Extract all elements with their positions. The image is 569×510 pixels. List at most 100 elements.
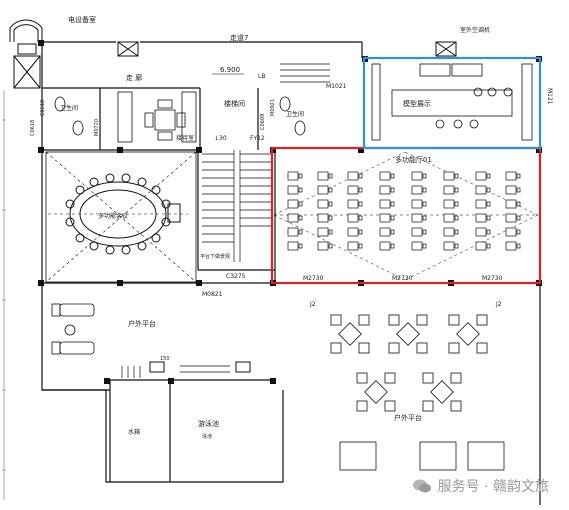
hall-seat [443, 171, 455, 181]
hall-seat [379, 199, 391, 209]
hall-seat-back [516, 215, 521, 221]
hall-seat [505, 185, 517, 195]
tag-door-m0720: M0720 [94, 119, 100, 136]
hall-seat [347, 171, 359, 181]
shaft-boxes [117, 41, 457, 373]
tag-window-c0618-b: C0618 [40, 100, 46, 116]
exhibit-highlight [362, 56, 542, 150]
hall-seat [475, 185, 487, 195]
hall-seat-back [328, 229, 333, 235]
terrace-table [396, 322, 420, 346]
tag-window-c0618-a: C0618 [30, 120, 36, 136]
hall-seat-back [298, 215, 303, 221]
hall-seat [317, 185, 329, 195]
hall-seat [411, 213, 423, 223]
hall-seat [443, 241, 455, 251]
hall-seat [287, 227, 299, 237]
hall-seat-back [358, 201, 363, 207]
label-toilet-left: 卫生间 [60, 104, 78, 112]
hall-seat [317, 241, 329, 251]
label-terrace-left: 户外平台 [128, 319, 156, 328]
hall-seat [317, 199, 329, 209]
hall-seat-back [358, 243, 363, 249]
hall-seat [347, 241, 359, 251]
label-pool: 游泳池 [198, 419, 219, 428]
hall-seat-back [486, 215, 491, 221]
hall-seat-back [328, 243, 333, 249]
hall-seat-back [454, 173, 459, 179]
label-meeting-round: 多功能会议 [98, 212, 128, 220]
hall-seat [475, 227, 487, 237]
hall-seat [287, 213, 299, 223]
watermark: 服务号 · 赣韵文旅 [412, 476, 549, 496]
tag-door-m0821: M0821 [202, 291, 223, 298]
hall-seat [443, 199, 455, 209]
terrace-table [364, 380, 388, 404]
hall-seat-back [516, 243, 521, 249]
terrace-chair [384, 400, 396, 412]
terrace-chair [476, 314, 488, 326]
hall-seat [347, 199, 359, 209]
toilet-fixtures [54, 91, 306, 143]
tower-outline [9, 19, 43, 89]
terrace-table [338, 322, 362, 346]
terrace-chair [330, 342, 342, 354]
hall-seat-back [516, 187, 521, 193]
terrace-table [456, 322, 480, 346]
terrace-chair [450, 372, 462, 384]
hall-seat [443, 213, 455, 223]
watermark-text: 服务号 · 赣韵文旅 [437, 479, 549, 495]
hall-seat [379, 227, 391, 237]
hall-seat-back [358, 173, 363, 179]
hall-seat-back [390, 201, 395, 207]
hall-seat [379, 213, 391, 223]
label-reception: 接待室 [176, 134, 194, 142]
hall-seat-back [516, 173, 521, 179]
tag-dim-150: 150 [160, 356, 170, 362]
terrace-chair [384, 372, 396, 384]
hall-seat [475, 213, 487, 223]
hall-seat-back [486, 201, 491, 207]
terrace-chair [476, 342, 488, 354]
terrace-chair [448, 342, 460, 354]
terrace-chair [330, 314, 342, 326]
terrace-chair [416, 342, 428, 354]
label-elec-room: 电设备室 [68, 15, 96, 24]
hall-seat-back [454, 201, 459, 207]
tag-note-platform: 平台下做景观 [200, 253, 230, 260]
hall-seat-back [454, 229, 459, 235]
hall-seat [475, 241, 487, 251]
hall-seat-back [298, 187, 303, 193]
tag-1030: ↓30 [214, 135, 227, 142]
hall-seat-back [390, 173, 395, 179]
round-conference-table [45, 151, 197, 283]
hall-seat [443, 227, 455, 237]
hall-seat-back [390, 229, 395, 235]
hall-seat [287, 171, 299, 181]
hall-seat-back [298, 243, 303, 249]
hall-seat-back [298, 229, 303, 235]
left-dim-ticks [2, 90, 6, 500]
terrace-chair [450, 400, 462, 412]
tag-elevation: 6.900 [220, 66, 240, 74]
hall-seat-back [422, 229, 427, 235]
structural-columns [38, 40, 542, 384]
terrace-chair [388, 342, 400, 354]
hall-seat-back [422, 187, 427, 193]
label-room-small: 水箱 [128, 428, 140, 436]
terrace-chair [358, 314, 370, 326]
terrace-bench [419, 441, 457, 471]
hall-seat [411, 241, 423, 251]
room-labels: 电设备室 走道7 走 廊 楼梯间 卫生间 卫生间 接待室 多功能会议 多功能厅0… [60, 15, 490, 440]
hall-seat-back [328, 201, 333, 207]
tag-door-m2730-b: M2730 [392, 275, 413, 282]
tag-door-m2730-c: M2730 [482, 275, 503, 282]
terrace-chair [388, 314, 400, 326]
tag-window-c0609: C0609 [260, 114, 266, 130]
tag-j2-b: J2 [495, 301, 502, 308]
label-pool-sub: 泳池 [202, 433, 212, 440]
hall-seat [505, 241, 517, 251]
hall-seat [347, 185, 359, 195]
hall-seat-back [454, 187, 459, 193]
hall-seat-back [516, 201, 521, 207]
